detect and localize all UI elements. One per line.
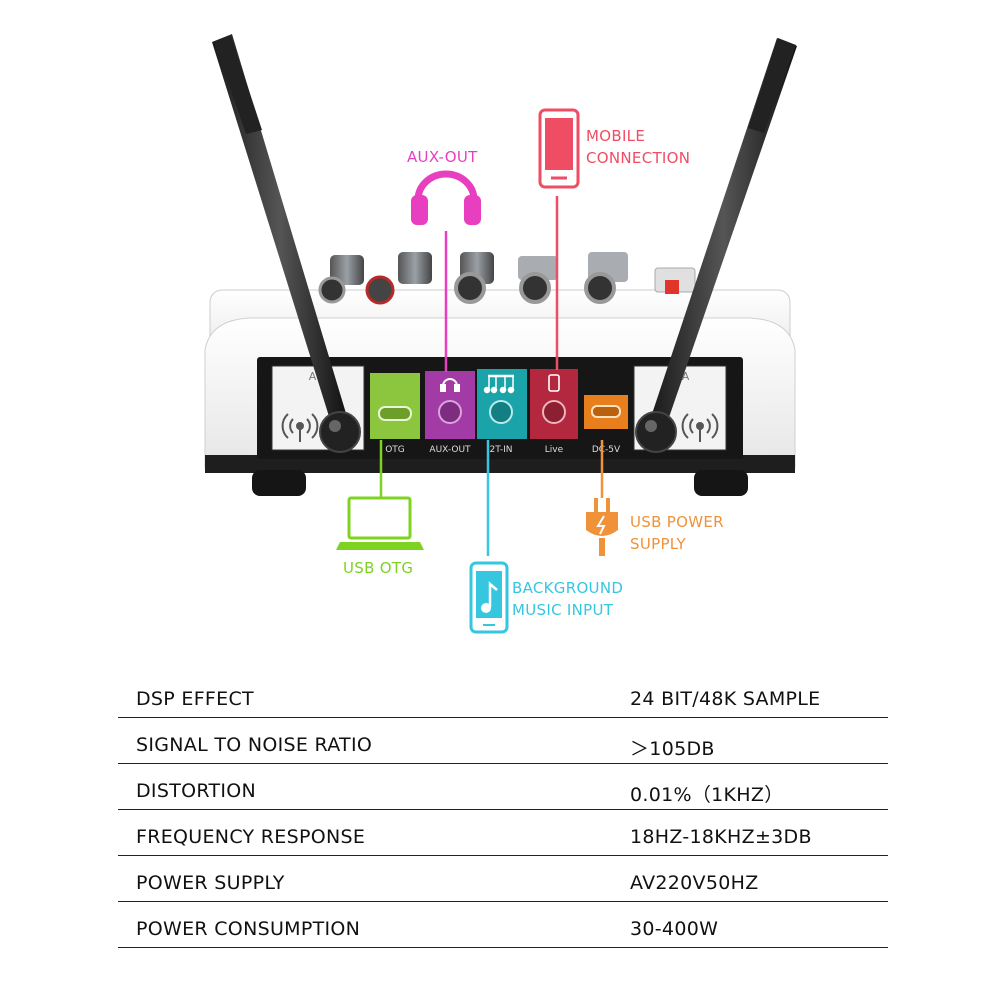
spec-value: 0.01%（1KHZ） — [630, 784, 784, 806]
spec-label: POWER SUPPLY — [136, 872, 285, 894]
port-otg[interactable]: OTG — [370, 373, 420, 455]
right-antenna — [635, 38, 797, 453]
spec-label: FREQUENCY RESPONSE — [136, 826, 366, 848]
spec-row: DISTORTION 0.01%（1KHZ） — [118, 764, 888, 810]
2t-in-port-label: 2T-IN — [489, 445, 512, 455]
phone-icon — [548, 374, 560, 392]
spec-label: POWER CONSUMPTION — [136, 918, 361, 940]
spec-value: 24 BIT/48K SAMPLE — [630, 688, 821, 710]
mobile-connection-callout-label: MOBILE CONNECTION — [586, 127, 691, 167]
spec-label: DISTORTION — [136, 780, 257, 802]
usb-c-port-icon — [591, 405, 621, 418]
connector-lines — [379, 196, 604, 556]
usb-c-port-icon — [378, 406, 412, 421]
music-phone-icon — [469, 561, 509, 634]
otg-port-label: OTG — [385, 445, 405, 455]
spec-value: 18HZ-18KHZ±3DB — [630, 826, 812, 848]
mixer-product-diagram: A B A A OTG AUX-OUT — [204, 34, 797, 634]
power-plug-icon — [586, 498, 618, 556]
port-2t-in[interactable]: 2T-IN — [477, 369, 527, 455]
spec-label: SIGNAL TO NOISE RATIO — [136, 734, 373, 756]
spec-value: AV220V50HZ — [630, 872, 759, 894]
spec-row: SIGNAL TO NOISE RATIO ＞105DB — [118, 718, 888, 764]
top-controls — [318, 252, 696, 305]
dc-5v-port-label: DC-5V — [592, 445, 621, 455]
music-note-icon — [483, 374, 515, 394]
left-antenna — [212, 34, 361, 453]
wireless-signal-icon — [681, 413, 719, 442]
spec-label: DSP EFFECT — [136, 688, 254, 710]
usb-otg-callout-label: USB OTG — [343, 559, 414, 577]
aux-out-port-label: AUX-OUT — [429, 445, 471, 455]
port-live[interactable]: Live — [530, 369, 578, 455]
spec-row: FREQUENCY RESPONSE 18HZ-18KHZ±3DB — [118, 810, 888, 856]
spec-row: POWER SUPPLY AV220V50HZ — [118, 856, 888, 902]
laptop-icon — [336, 496, 424, 550]
smartphone-icon — [538, 108, 580, 189]
spec-row: DSP EFFECT 24 BIT/48K SAMPLE — [118, 672, 888, 718]
wireless-signal-icon — [281, 413, 319, 442]
port-dc-5v[interactable]: DC-5V — [582, 373, 630, 455]
spec-row: POWER CONSUMPTION 30-400W — [118, 902, 888, 948]
headphones-icon — [440, 378, 460, 392]
background-music-callout-label: BACKGROUND MUSIC INPUT — [512, 579, 624, 619]
usb-power-callout-label: USB POWER SUPPLY — [630, 513, 724, 553]
live-port-label: Live — [545, 445, 564, 455]
spec-value: 30-400W — [630, 918, 719, 940]
aux-out-callout-label: AUX-OUT — [407, 148, 478, 166]
specs-table: DSP EFFECT 24 BIT/48K SAMPLE SIGNAL TO N… — [118, 672, 888, 948]
port-aux-out[interactable]: AUX-OUT — [425, 371, 475, 455]
headphones-icon — [411, 170, 481, 225]
spec-value: ＞105DB — [630, 738, 715, 760]
